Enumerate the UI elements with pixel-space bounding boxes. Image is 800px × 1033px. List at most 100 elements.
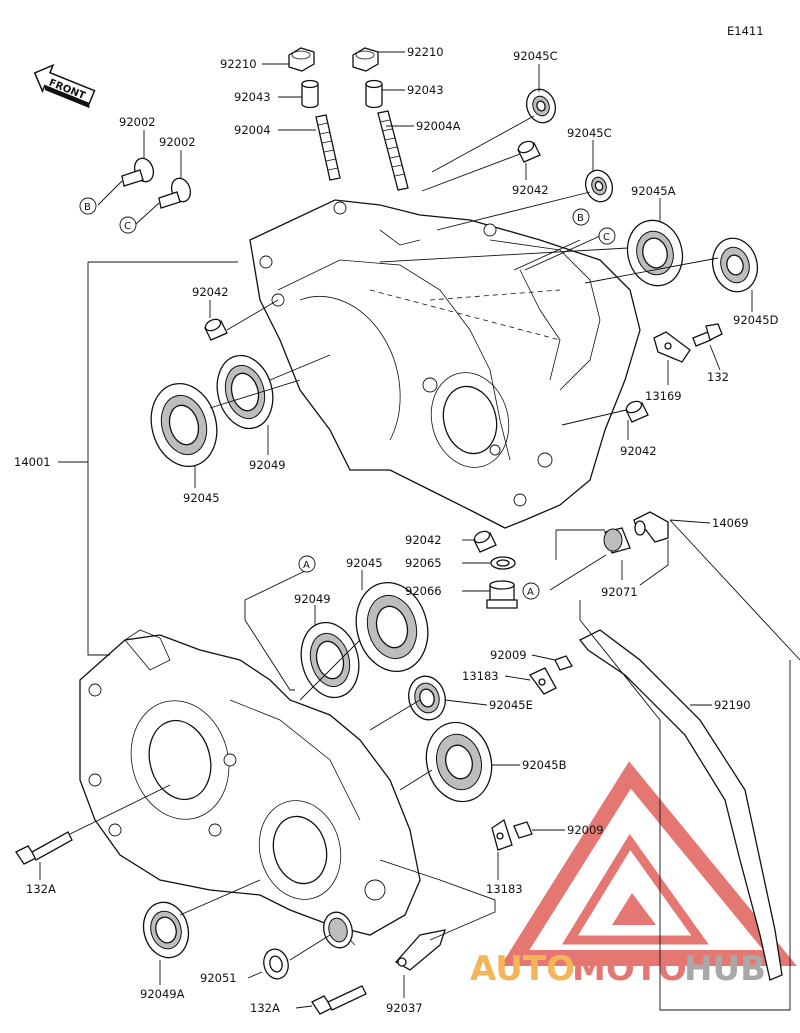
dowel-92042-left — [204, 318, 228, 341]
bearing-92045D — [711, 237, 759, 293]
label-13183-lower: 13183 — [486, 882, 523, 896]
bolt-132 — [692, 323, 723, 347]
ref-mark-b-right: B — [572, 208, 590, 226]
label-92043-left: 92043 — [234, 90, 271, 104]
nut-92210-left — [288, 47, 315, 72]
label-92051: 92051 — [200, 971, 237, 985]
ref-mark-b-left-label: B — [84, 202, 91, 213]
dowel-92042-bottom — [473, 530, 497, 553]
watermark-text-moto: MOTO — [572, 949, 687, 989]
label-92210-left: 92210 — [220, 57, 257, 71]
watermark-logo: AUTO MOTO HUB — [470, 761, 797, 989]
label-132: 132 — [707, 370, 729, 384]
watermark-text-auto: AUTO — [470, 949, 575, 989]
seal-92049-top — [216, 354, 274, 430]
seal-92049A — [142, 901, 190, 959]
ref-mark-a-top: A — [298, 555, 316, 573]
label-92045C-mid: 92045C — [567, 126, 612, 140]
collar-92043-left — [301, 79, 319, 109]
ref-mark-a-right-label: A — [527, 587, 534, 598]
collar-92043-right — [365, 79, 383, 109]
ref-mark-c-left-label: C — [124, 221, 131, 232]
bearing-92045E — [408, 675, 446, 721]
label-92049-bottom: 92049 — [294, 592, 331, 606]
ref-mark-a-top-label: A — [303, 560, 310, 571]
stud-92004 — [315, 114, 341, 181]
label-14069: 14069 — [712, 516, 749, 530]
label-92004A: 92004A — [416, 119, 461, 133]
bearing-92051 — [263, 948, 289, 980]
label-92004: 92004 — [234, 123, 271, 137]
bearing-92045C-mid — [584, 169, 614, 203]
label-92045A: 92045A — [631, 184, 676, 198]
bolt-132A-left — [15, 831, 73, 865]
bracket-13183-upper — [529, 667, 557, 695]
label-14001: 14001 — [14, 455, 51, 469]
bracket-13183-lower — [491, 818, 513, 851]
label-92065: 92065 — [405, 556, 442, 570]
dowel-92042-right — [625, 400, 649, 423]
label-92045B: 92045B — [522, 758, 567, 772]
leader-lines — [39, 51, 800, 1011]
stud-92004A — [377, 110, 409, 191]
seal-92049-bottom — [300, 621, 360, 699]
bearing-92045A — [626, 219, 684, 287]
label-92009-lower: 92009 — [567, 823, 604, 837]
bearing-92045C-top — [525, 88, 557, 124]
ref-mark-c-left: C — [119, 216, 137, 234]
breather-elbow-14069 — [633, 511, 669, 543]
label-92066: 92066 — [405, 584, 442, 598]
label-132A-left: 132A — [26, 882, 56, 896]
bearing-92045-top — [150, 382, 218, 468]
label-92049-top: 92049 — [249, 458, 286, 472]
label-92002-c: 92002 — [159, 135, 196, 149]
bracket-13169 — [653, 331, 691, 363]
label-13169: 13169 — [645, 389, 682, 403]
label-132A-bottom: 132A — [250, 1001, 280, 1015]
bolt-92009-lower — [513, 821, 533, 839]
label-92045-top: 92045 — [183, 491, 220, 505]
label-92045D: 92045D — [733, 313, 779, 327]
dowel-92042-top — [517, 140, 541, 163]
bolt-132A-bottom — [311, 985, 367, 1015]
front-arrow-icon: FRONT — [33, 63, 96, 109]
callout-labels: 92210 92210 92043 92043 92004 92004A 920… — [14, 45, 779, 1015]
label-92045-bottom: 92045 — [346, 556, 383, 570]
label-92210-right: 92210 — [407, 45, 444, 59]
cap-92071 — [603, 527, 631, 554]
nut-92210-right — [352, 47, 379, 72]
label-92002-b: 92002 — [119, 115, 156, 129]
label-92042-bottom: 92042 — [405, 533, 442, 547]
breather-hose-92190 — [578, 629, 783, 981]
ref-mark-b-left: B — [79, 197, 97, 215]
bearing-92045B — [425, 721, 493, 803]
label-92043-right: 92043 — [407, 83, 444, 97]
label-92042-top: 92042 — [512, 183, 549, 197]
plate-92037 — [394, 929, 446, 971]
crankcase-lower-half — [79, 629, 421, 946]
watermark-text-hub: HUB — [684, 949, 766, 989]
label-92009-upper: 92009 — [490, 648, 527, 662]
label-92045C-top: 92045C — [513, 49, 558, 63]
bearing-small-right — [323, 911, 353, 949]
crankcase-upper-half — [249, 199, 641, 529]
label-13183-upper: 13183 — [462, 669, 499, 683]
label-92042-right: 92042 — [620, 444, 657, 458]
drain-plug-92066 — [486, 580, 518, 609]
label-92042-left: 92042 — [192, 285, 229, 299]
bearing-92045-bottom — [355, 581, 429, 673]
label-92190: 92190 — [714, 698, 751, 712]
label-92045E: 92045E — [489, 698, 533, 712]
ref-mark-c-right-label: C — [603, 232, 610, 243]
label-92037: 92037 — [386, 1001, 423, 1015]
label-92049A: 92049A — [140, 987, 185, 1001]
bolt-92002-b — [121, 157, 155, 187]
diagram-code: E1411 — [727, 24, 764, 38]
washer-92065 — [490, 556, 516, 570]
label-92071: 92071 — [601, 585, 638, 599]
ref-mark-b-right-label: B — [577, 213, 584, 224]
ref-mark-c-right: C — [598, 227, 616, 245]
bolt-92002-c — [158, 177, 192, 209]
ref-mark-a-right: A — [522, 582, 540, 600]
bolt-92009-upper — [554, 655, 573, 671]
